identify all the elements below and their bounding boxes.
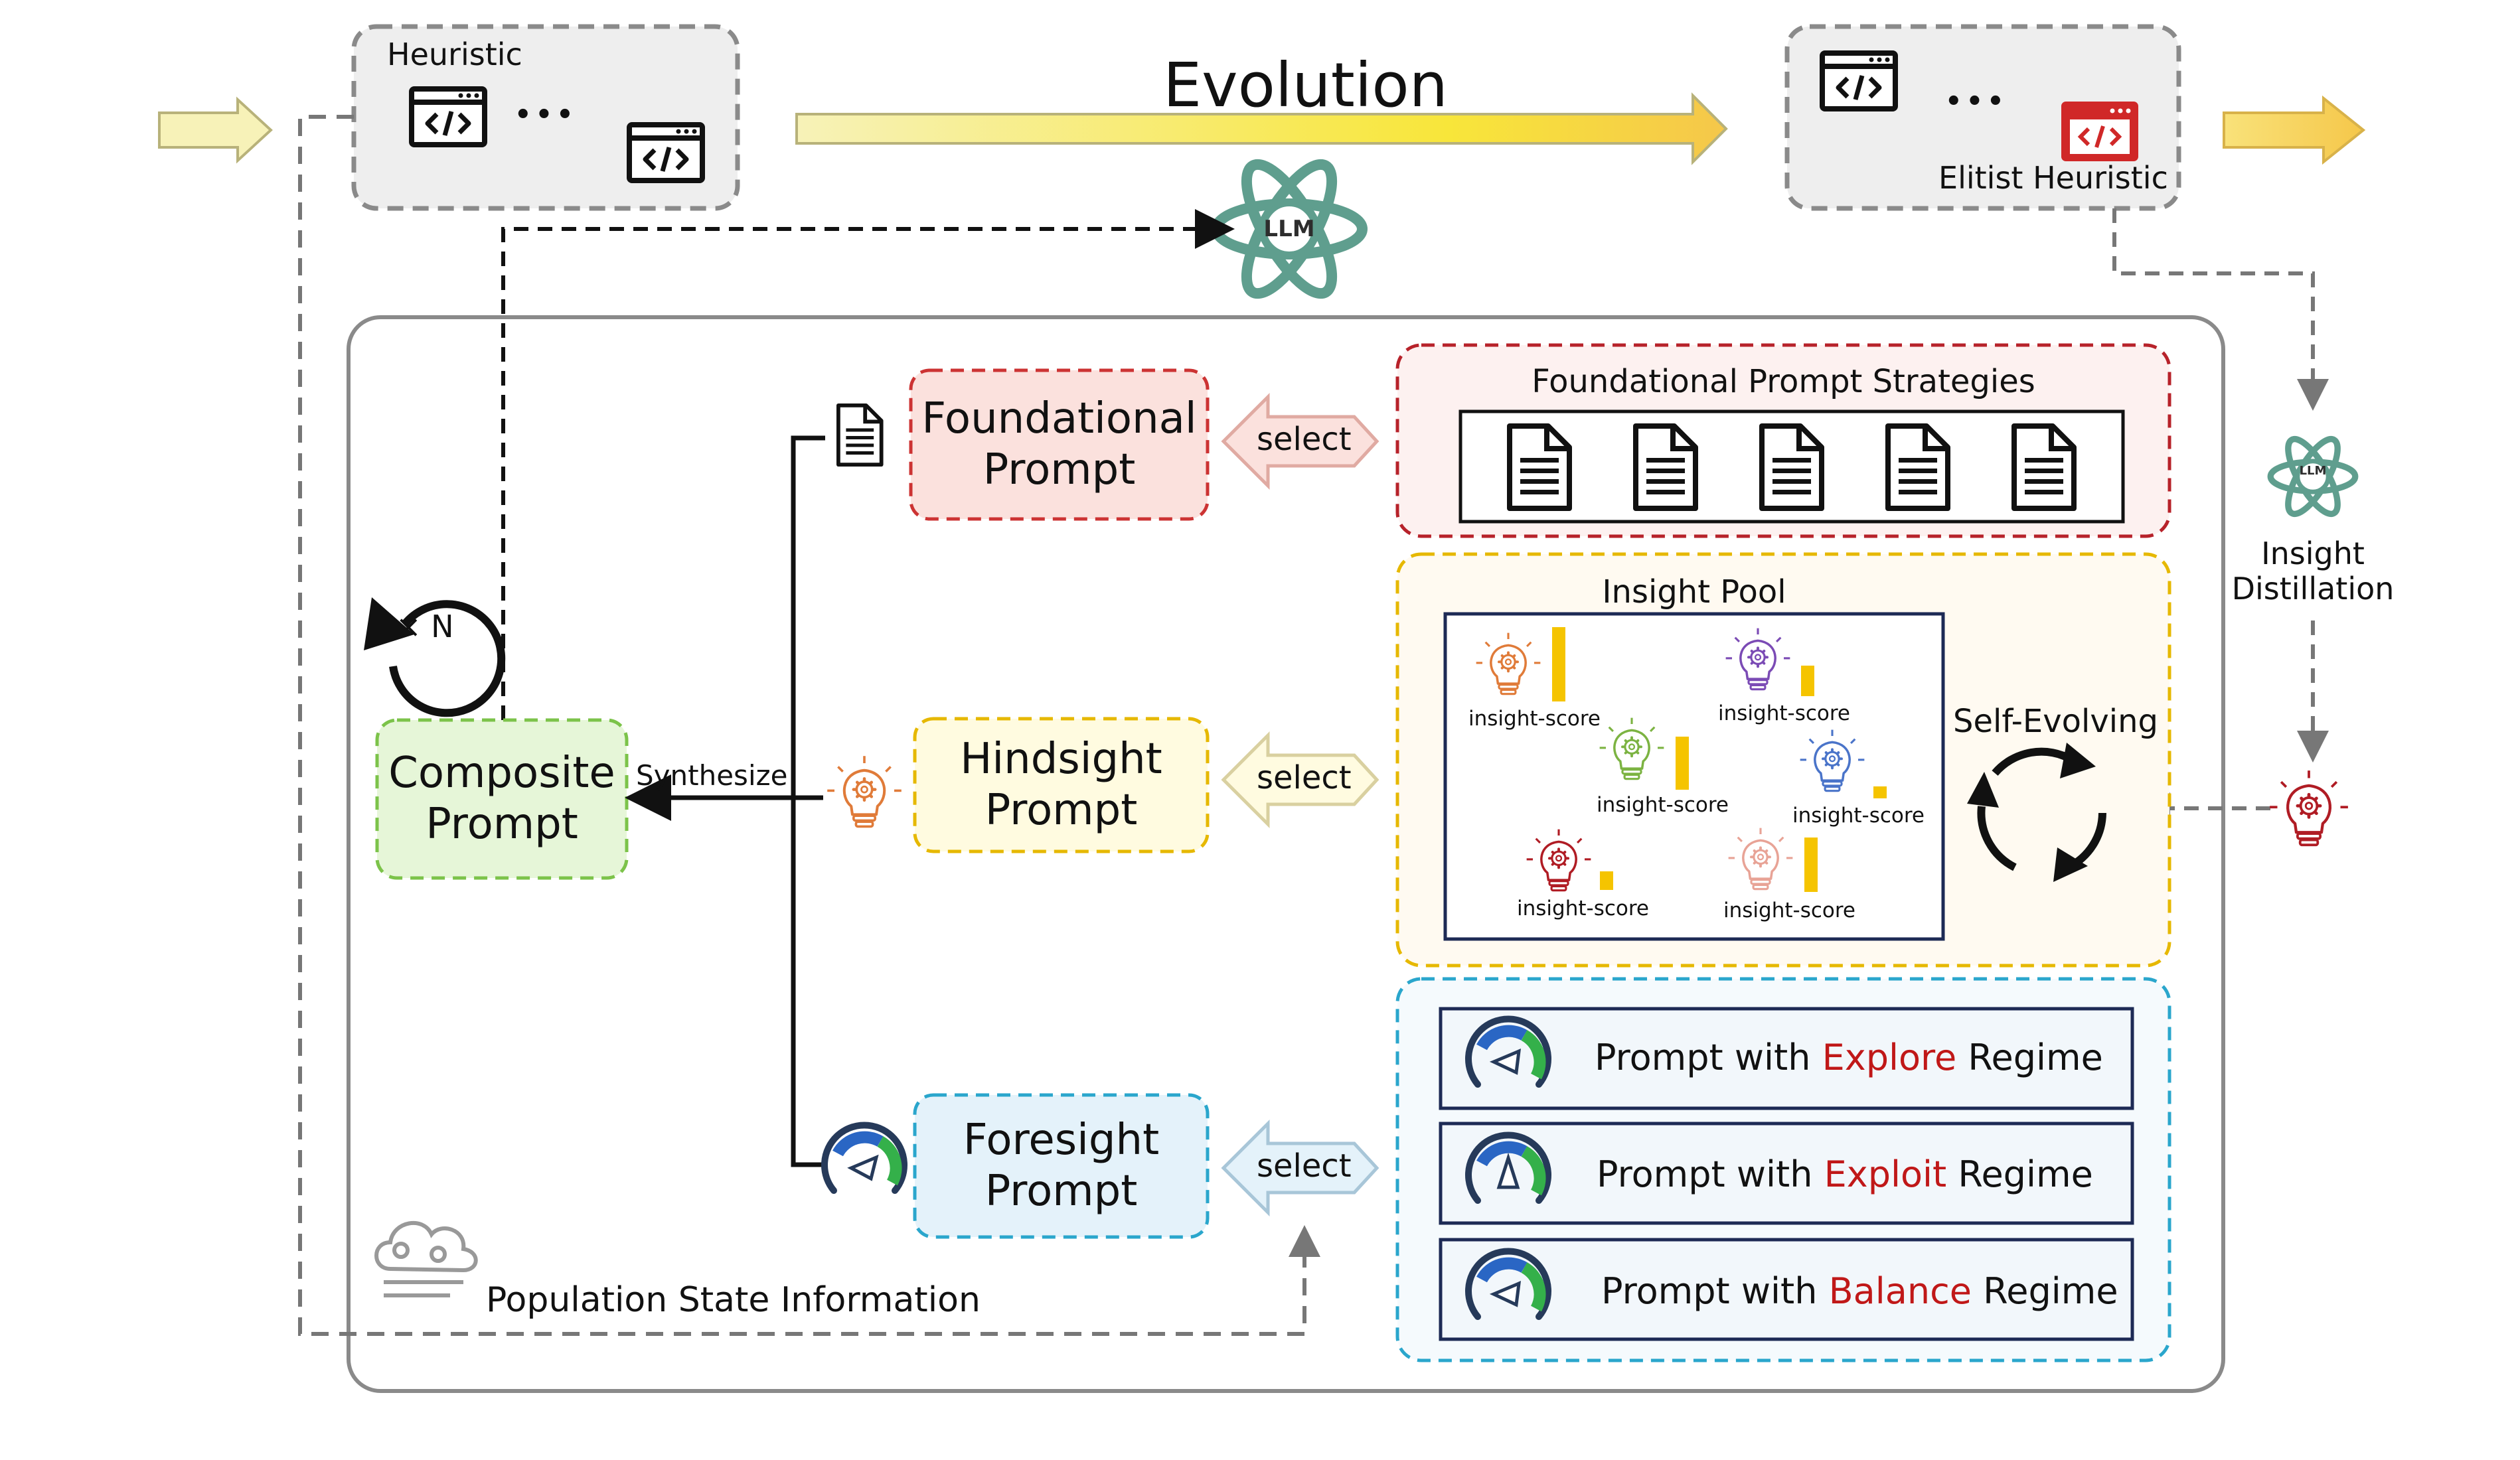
select-label-hindsight: select xyxy=(1257,759,1352,796)
repeat-count-label: × N xyxy=(396,609,454,644)
insight-score-label: insight-score xyxy=(1723,899,1855,922)
regime-suffix: Regime xyxy=(1956,1037,2103,1078)
regime-explore-box xyxy=(1439,1007,2134,1110)
regime-prefix: Prompt with xyxy=(1601,1270,1829,1312)
synthesize-label: Synthesize xyxy=(636,759,788,792)
select-arrow-foundational xyxy=(1221,392,1379,490)
regime-exploit-box xyxy=(1439,1122,2134,1225)
hindsight-prompt-box xyxy=(913,717,1210,853)
population-feedback-path xyxy=(298,115,1320,1336)
regime-balance-box xyxy=(1439,1238,2134,1341)
cloud-population-icon xyxy=(374,1221,478,1297)
heuristic-label: Heuristic xyxy=(387,36,522,72)
distill-line1: Insight xyxy=(2261,536,2365,571)
repeat-arrowhead xyxy=(364,597,414,650)
insight-distillation-label: Insight Distillation xyxy=(2227,536,2399,607)
composite-line1: Composite xyxy=(388,749,615,798)
self-evolving-label: Self-Evolving xyxy=(1953,703,2158,740)
composite-line2: Prompt xyxy=(426,800,578,849)
regime-keyword-exploit: Exploit xyxy=(1824,1153,1947,1195)
repeat-icon xyxy=(389,600,506,717)
foresight-line2: Prompt xyxy=(984,1167,1138,1216)
insight-score-bar xyxy=(1676,737,1689,790)
foundational-line2: Prompt xyxy=(983,445,1136,494)
insight-score-bar xyxy=(1801,666,1814,696)
synthesize-tree xyxy=(791,435,825,1167)
insight-score-label: insight-score xyxy=(1468,707,1601,731)
foundational-line1: Foundational xyxy=(921,394,1197,444)
strategy-document-icon xyxy=(1762,426,1822,508)
regime-explore-text: Prompt with Explore Regime xyxy=(1595,1037,2103,1078)
evolution-label: Evolution xyxy=(1163,50,1448,121)
distilled-insight-icon xyxy=(2270,770,2348,845)
strategy-document-icon xyxy=(1888,426,1948,508)
select-label-foresight: select xyxy=(1257,1147,1352,1185)
insight-score-label: insight-score xyxy=(1718,701,1850,725)
regime-prefix: Prompt with xyxy=(1595,1037,1822,1078)
select-arrow-foresight xyxy=(1221,1119,1379,1217)
insight-score-bar xyxy=(1552,627,1565,701)
input-arrow xyxy=(158,96,273,164)
foresight-gauge-icon xyxy=(825,1125,904,1191)
insight-score-label: insight-score xyxy=(1597,793,1729,817)
elitist-to-distill-path xyxy=(2112,208,2329,411)
llm-label: LLM xyxy=(1263,216,1315,242)
foresight-prompt-text: Foresight Prompt xyxy=(915,1095,1208,1237)
distill-line2: Distillation xyxy=(2231,570,2395,607)
insight-score-bar xyxy=(1804,838,1818,892)
foundational-prompt-text: Foundational Prompt xyxy=(911,370,1208,519)
balance-gauge-icon xyxy=(1468,1251,1548,1317)
prompt-construction-frame xyxy=(347,315,2225,1393)
document-icon xyxy=(838,405,882,465)
hindsight-line2: Prompt xyxy=(984,786,1138,835)
exploit-gauge-icon xyxy=(1468,1135,1548,1201)
regime-prefix: Prompt with xyxy=(1597,1153,1824,1195)
composite-prompt-text: Composite Prompt xyxy=(377,720,627,878)
strategy-document-icon xyxy=(2014,426,2074,508)
elitist-heuristic-label: Elitist Heuristic xyxy=(1938,160,2168,196)
insight-score-label: insight-score xyxy=(1792,804,1925,828)
code-window-icon xyxy=(629,125,702,181)
distill-llm-label: LLM xyxy=(2299,464,2327,478)
hindsight-bulb-icon xyxy=(827,756,902,826)
population-state-label: Population State Information xyxy=(486,1280,981,1320)
regime-suffix: Regime xyxy=(1946,1153,2093,1195)
ellipsis-left: ••• xyxy=(514,100,578,130)
foresight-prompt-box xyxy=(913,1093,1210,1239)
explore-gauge-icon xyxy=(1468,1019,1548,1084)
regime-suffix: Regime xyxy=(1972,1270,2118,1312)
elitist-code-icon xyxy=(2063,104,2136,159)
insight-score-bar xyxy=(1600,871,1613,890)
foundational-prompt-box xyxy=(909,368,1210,521)
insight-score-label: insight-score xyxy=(1517,897,1649,920)
ellipsis-right: ••• xyxy=(1945,86,2008,117)
code-window-icon xyxy=(412,89,485,145)
strategies-title: Foundational Prompt Strategies xyxy=(1532,363,2035,400)
strategy-document-icon xyxy=(1636,426,1695,508)
code-window-icon xyxy=(1822,53,1895,109)
regime-keyword-explore: Explore xyxy=(1822,1037,1957,1078)
output-arrow xyxy=(2223,95,2366,165)
select-arrow-hindsight xyxy=(1221,731,1379,829)
insight-score-bar xyxy=(1873,786,1887,798)
evolution-arrow xyxy=(795,92,1728,165)
foresight-line1: Foresight xyxy=(963,1116,1160,1165)
self-evolving-cycle-icon xyxy=(1967,743,2106,882)
hindsight-line1: Hindsight xyxy=(960,735,1162,784)
hindsight-prompt-text: Hindsight Prompt xyxy=(915,719,1208,851)
regime-keyword-balance: Balance xyxy=(1828,1270,1972,1312)
select-label-foundational: select xyxy=(1257,421,1352,458)
insight-pool-box xyxy=(1443,612,1945,941)
insight-pool-title: Insight Pool xyxy=(1602,573,1786,611)
regime-balance-text: Prompt with Balance Regime xyxy=(1601,1270,2118,1312)
composite-to-llm-path xyxy=(501,209,1235,720)
regime-exploit-text: Prompt with Exploit Regime xyxy=(1597,1153,2093,1195)
strategy-document-icon xyxy=(1510,426,1569,508)
